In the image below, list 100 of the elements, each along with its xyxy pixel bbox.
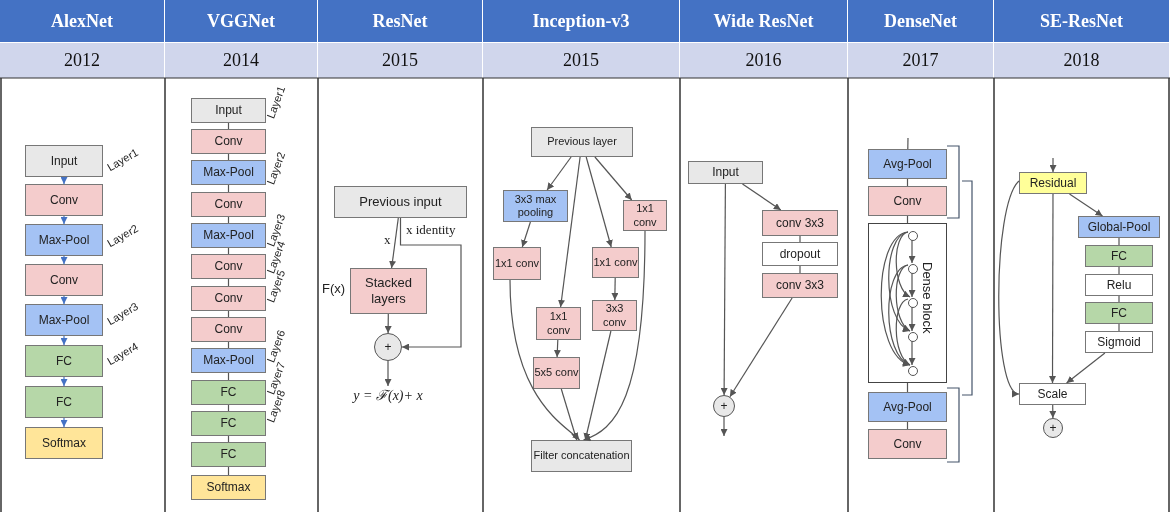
year-header: 2012 bbox=[0, 42, 165, 78]
layer-label: Layer1 bbox=[264, 84, 288, 121]
connector-line bbox=[906, 382, 909, 393]
layer-box: Stacked layers bbox=[350, 268, 427, 314]
formula-text: y = ℱ(x)+ x bbox=[348, 386, 428, 406]
layer-box: FC bbox=[191, 380, 266, 405]
connector-line bbox=[227, 247, 230, 255]
arrow bbox=[895, 231, 911, 298]
layer-box: Scale bbox=[1019, 383, 1086, 405]
arrow bbox=[895, 264, 911, 332]
node-circle bbox=[908, 366, 918, 376]
edge-label: x identity bbox=[406, 222, 456, 238]
layer-box: Conv bbox=[191, 254, 266, 279]
layer-box: Max-Pool bbox=[25, 304, 103, 336]
layer-box: FC bbox=[1085, 302, 1153, 324]
layer-box: Relu bbox=[1085, 274, 1153, 296]
connector-line bbox=[227, 216, 230, 224]
arrow bbox=[908, 340, 916, 366]
arrow bbox=[583, 330, 612, 441]
layer-box: Conv bbox=[191, 192, 266, 217]
layer-label: Layer2 bbox=[264, 150, 288, 187]
arrow bbox=[888, 264, 911, 366]
node-circle bbox=[908, 332, 918, 342]
arrow bbox=[1049, 193, 1056, 384]
node-circle bbox=[908, 231, 918, 241]
connector-line bbox=[227, 372, 230, 381]
layer-box: Max-Pool bbox=[191, 348, 266, 373]
layer-box: FC bbox=[25, 386, 103, 418]
block-title: Dense block bbox=[919, 262, 935, 334]
layer-box: Conv bbox=[25, 184, 103, 216]
column-header: DenseNet bbox=[848, 0, 994, 42]
arrow bbox=[582, 230, 646, 441]
layer-box: Avg-Pool bbox=[868, 149, 947, 179]
layer-box: Conv bbox=[868, 429, 947, 459]
arrow bbox=[908, 272, 916, 298]
arrow bbox=[908, 239, 916, 264]
sum-circle: + bbox=[713, 395, 735, 417]
layer-box: FC bbox=[191, 411, 266, 436]
layer-box: Previous layer bbox=[531, 127, 633, 157]
arrow bbox=[60, 376, 68, 387]
arrow bbox=[60, 255, 68, 265]
connector-line bbox=[227, 341, 230, 349]
layer-box: Input bbox=[25, 145, 103, 177]
arrow bbox=[1049, 157, 1057, 173]
layer-box: Previous input bbox=[334, 186, 467, 218]
layer-box: Max-Pool bbox=[191, 160, 266, 185]
layer-box: FC bbox=[25, 345, 103, 377]
arrow bbox=[1068, 193, 1104, 217]
column-header: Inception-v3 bbox=[483, 0, 680, 42]
layer-box: 1x1 conv bbox=[592, 247, 639, 278]
arrow bbox=[546, 156, 572, 191]
connector-line bbox=[1118, 323, 1120, 332]
arrow bbox=[60, 295, 68, 305]
year-header: 2018 bbox=[994, 42, 1170, 78]
year-header: 2017 bbox=[848, 42, 994, 78]
arrow bbox=[389, 217, 399, 269]
connector-line bbox=[227, 184, 230, 193]
arrow bbox=[558, 156, 581, 308]
layer-box: Conv bbox=[868, 186, 947, 216]
arrow bbox=[1066, 352, 1106, 384]
layer-box: Global-Pool bbox=[1078, 216, 1160, 238]
layer-box: Conv bbox=[25, 264, 103, 296]
connector-line bbox=[906, 178, 909, 187]
connector-line bbox=[227, 404, 230, 412]
arrow bbox=[399, 217, 462, 351]
layer-box: Sigmoid bbox=[1085, 331, 1153, 353]
arrow bbox=[60, 176, 68, 185]
layer-box: 5x5 conv bbox=[533, 357, 580, 389]
arrow bbox=[60, 417, 68, 428]
node-circle bbox=[908, 298, 918, 308]
connector-line bbox=[799, 235, 801, 243]
column-header: SE-ResNet bbox=[994, 0, 1170, 42]
connector-line bbox=[227, 122, 230, 130]
column-header: AlexNet bbox=[0, 0, 165, 42]
layer-box: FC bbox=[1085, 245, 1153, 267]
arrow bbox=[720, 183, 728, 396]
year-header: 2015 bbox=[483, 42, 680, 78]
dense-block-box bbox=[868, 223, 947, 383]
connector-line bbox=[906, 215, 909, 224]
layer-box: Max-Pool bbox=[191, 223, 266, 248]
layer-box: 3x3 max pooling bbox=[503, 190, 568, 222]
layer-box: 3x3 conv bbox=[592, 300, 637, 331]
connector-line bbox=[227, 435, 230, 443]
arrow bbox=[611, 277, 619, 301]
layer-box: Softmax bbox=[191, 475, 266, 500]
arrow bbox=[895, 298, 911, 366]
arrow bbox=[585, 156, 613, 248]
layer-box: Softmax bbox=[25, 427, 103, 459]
layer-box: 1x1 conv bbox=[536, 307, 581, 340]
arrow bbox=[509, 279, 581, 441]
layer-box: Max-Pool bbox=[25, 224, 103, 256]
arrow bbox=[60, 335, 68, 346]
layer-box: dropout bbox=[762, 242, 838, 266]
layer-box: Conv bbox=[191, 129, 266, 154]
connector-line bbox=[907, 137, 909, 150]
connector-line bbox=[227, 466, 230, 476]
column-header: ResNet bbox=[318, 0, 483, 42]
layer-box: FC bbox=[191, 442, 266, 467]
node-circle bbox=[908, 264, 918, 274]
arrow bbox=[729, 297, 793, 398]
